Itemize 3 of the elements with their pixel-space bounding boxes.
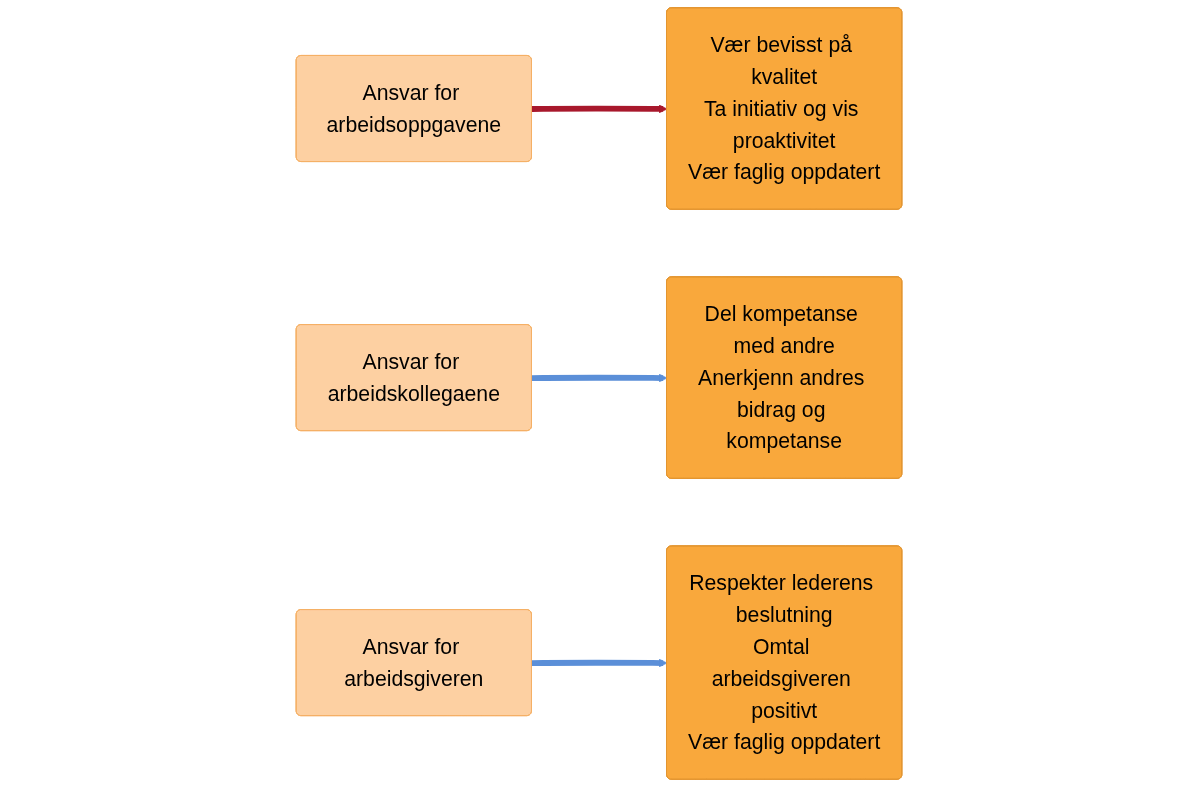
arrow (531, 658, 667, 668)
arrow (531, 104, 667, 114)
arrow (531, 373, 667, 383)
